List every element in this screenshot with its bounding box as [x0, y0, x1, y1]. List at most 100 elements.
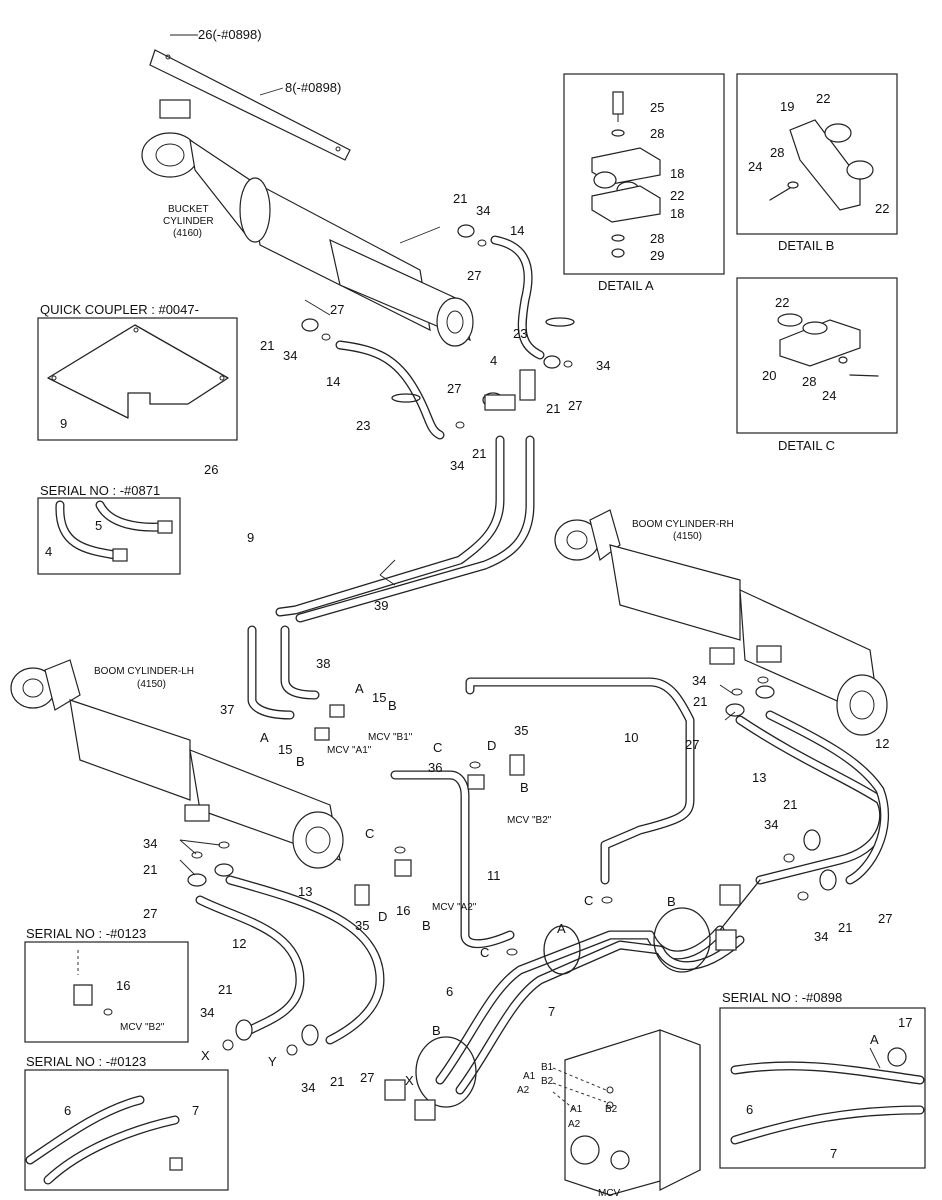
callout: B [667, 894, 676, 909]
callout: 21 [783, 797, 797, 812]
callout: 27 [878, 911, 892, 926]
callout: 28 [650, 231, 664, 246]
port-label: A1 [523, 1071, 536, 1082]
callout: 6 [446, 984, 453, 999]
callout: 28 [802, 374, 816, 389]
callout: 4 [45, 544, 52, 559]
callout: 27 [447, 381, 461, 396]
detail-b-box [736, 73, 898, 235]
diagram-labels: QUICK COUPLER : #0047- SERIAL NO : -#087… [26, 27, 912, 1199]
port-label: A2 [568, 1119, 581, 1130]
callout: 28 [650, 126, 664, 141]
callout: 22 [816, 91, 830, 106]
callout: 15 [372, 690, 386, 705]
callout: 21 [472, 446, 486, 461]
serial-0871-inset [37, 497, 181, 575]
port-label: B2 [605, 1104, 618, 1115]
port-label: A2 [517, 1085, 530, 1096]
callout: 34 [200, 1005, 214, 1020]
callout: 14 [510, 223, 524, 238]
callout: 13 [298, 884, 312, 899]
quick-coupler-inset [37, 317, 238, 441]
boom-cylinder-lh [10, 659, 344, 869]
serial-0898-heading: SERIAL NO : -#0898 [722, 990, 842, 1005]
port-label: MCV "A2" [432, 902, 477, 913]
callout: 14 [326, 374, 340, 389]
callout: A [557, 921, 566, 936]
callout: 26(-#0898) [198, 27, 262, 42]
callout: 7 [830, 1146, 837, 1161]
callout: 6 [746, 1102, 753, 1117]
callout: B [296, 754, 305, 769]
serial-0123-inset-a [24, 941, 189, 1043]
callout: 34 [764, 817, 778, 832]
quick-coupler-heading: QUICK COUPLER : #0047- [40, 302, 199, 317]
port-label: MCV "B1" [368, 732, 413, 743]
port-label: A1 [570, 1104, 583, 1115]
leader-lines [170, 34, 881, 1069]
callout: 34 [476, 203, 490, 218]
callout: X [201, 1048, 210, 1063]
callout: 34 [692, 673, 706, 688]
bucket-cylinder-label: (4160) [173, 228, 202, 239]
callout: 24 [822, 388, 836, 403]
callout: A [870, 1032, 879, 1047]
callout: C [480, 945, 489, 960]
boom-lh-label: BOOM CYLINDER-LH [94, 666, 194, 677]
callout: 6 [64, 1103, 71, 1118]
callout: 27 [330, 302, 344, 317]
callout: 20 [762, 368, 776, 383]
callout: 4 [490, 353, 497, 368]
callout: 18 [670, 206, 684, 221]
boom-rh-label: (4150) [673, 531, 702, 542]
callout: 5 [95, 518, 102, 533]
boom-rh-label: BOOM CYLINDER-RH [632, 519, 734, 530]
callout: 21 [143, 862, 157, 877]
callout: 35 [514, 723, 528, 738]
callout: C [584, 893, 593, 908]
callout: 34 [814, 929, 828, 944]
mcv-valve [552, 1029, 701, 1196]
callout: 9 [60, 416, 67, 431]
mcv-label: MCV [598, 1188, 621, 1199]
callout: 15 [278, 742, 292, 757]
callout: 23 [356, 418, 370, 433]
callout: 34 [596, 358, 610, 373]
callout: C [433, 740, 442, 755]
callout: 8(-#0898) [285, 80, 341, 95]
callout: A [260, 730, 269, 745]
callout: 34 [283, 348, 297, 363]
callout: 27 [467, 268, 481, 283]
detail-c-box [736, 277, 898, 434]
bucket-cylinder-label: CYLINDER [163, 216, 214, 227]
port-label: MCV "B2" [507, 815, 552, 826]
callout: 23 [513, 326, 527, 341]
callout: 21 [838, 920, 852, 935]
bucket-cylinder-label: BUCKET [168, 204, 209, 215]
callout: 21 [453, 191, 467, 206]
port-label: B1 [541, 1062, 554, 1073]
callout: D [487, 738, 496, 753]
port-label: MCV "A1" [327, 745, 372, 756]
callout: 16 [396, 903, 410, 918]
detail-a-box [563, 73, 725, 275]
serial-0871-heading: SERIAL NO : -#0871 [40, 483, 160, 498]
callout: 21 [330, 1074, 344, 1089]
callout: 18 [670, 166, 684, 181]
callout: 36 [428, 760, 442, 775]
detail-b-heading: DETAIL B [778, 238, 834, 253]
callout: D [378, 909, 387, 924]
callout: 21 [546, 401, 560, 416]
callout: 21 [260, 338, 274, 353]
callout: 35 [355, 918, 369, 933]
callout: 12 [875, 736, 889, 751]
callout: 27 [685, 737, 699, 752]
callout: X [405, 1073, 414, 1088]
callout: 34 [450, 458, 464, 473]
callout: 29 [650, 248, 664, 263]
callout: Y [268, 1054, 277, 1069]
callout: 28 [770, 145, 784, 160]
callout: C [365, 826, 374, 841]
